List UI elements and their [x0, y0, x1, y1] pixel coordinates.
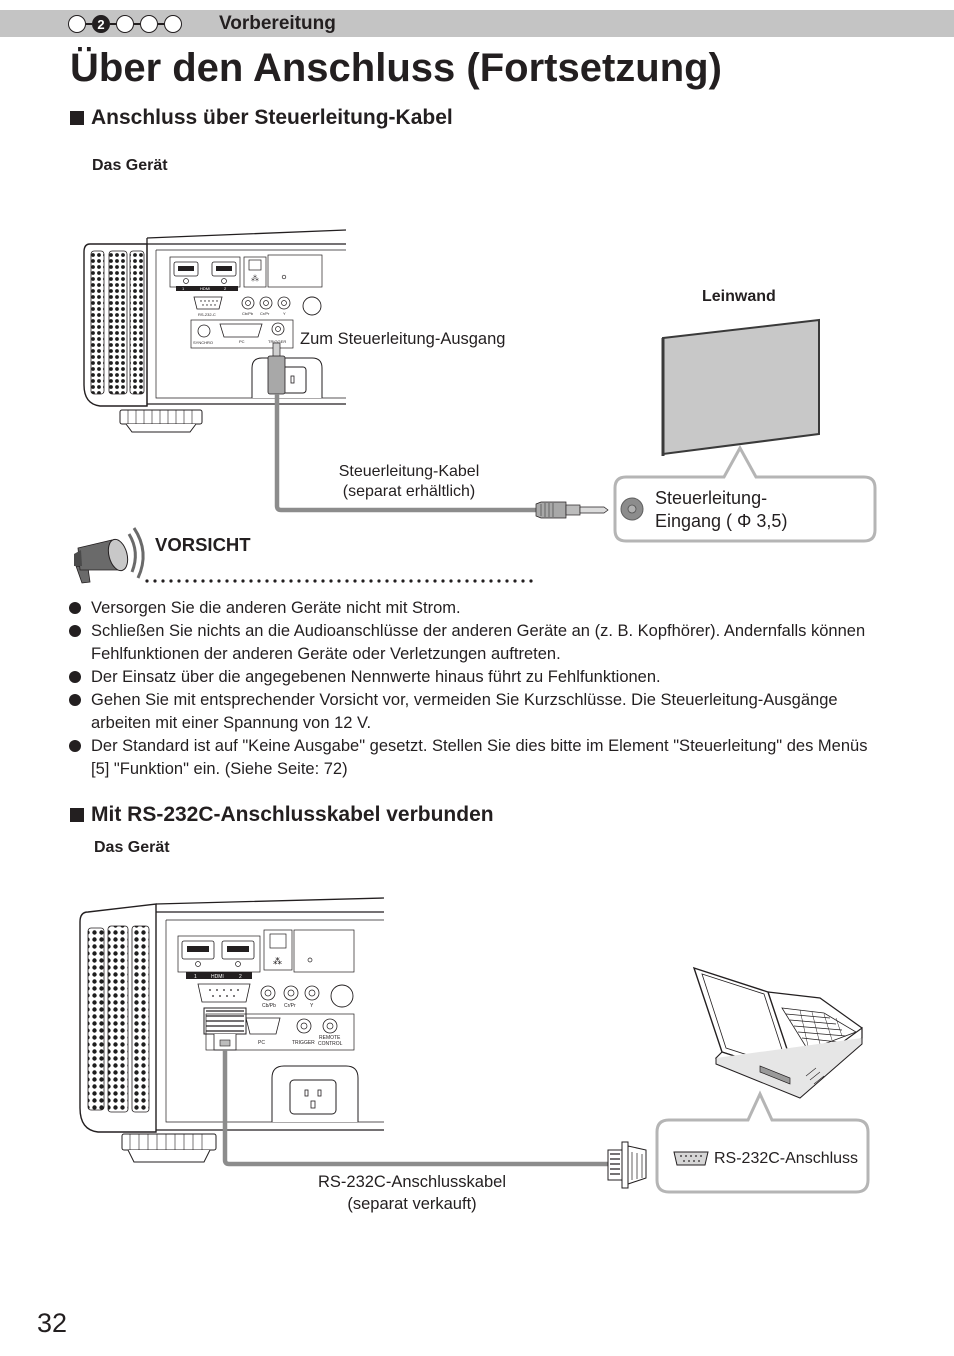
svg-text:⁂: ⁂: [273, 956, 282, 966]
trigger-output-label: Zum Steuerleitung-Ausgang: [300, 330, 506, 348]
trigger-cable-label-line1: Steuerleitung-Kabel: [338, 463, 480, 480]
serial-port-icon: [673, 1151, 709, 1166]
step-3: [116, 15, 134, 33]
square-bullet-icon: [70, 111, 84, 125]
caution-item: Versorgen Sie die anderen Geräte nicht m…: [68, 597, 888, 620]
panel2-control-label: CONTROL: [318, 1041, 343, 1047]
panel-cbpb-label: Cb/Pb: [242, 311, 254, 316]
panel2-hdmi1-label: 1: [194, 974, 197, 980]
trigger-connection-diagram: 1 HDMI 2 ⁂ RS-232-C Cb/Pb Cr/Pr Y SYNCHR…: [83, 229, 877, 543]
caution-item: Schließen Sie nichts an die Audioanschlü…: [68, 620, 888, 666]
rs232-cable: [222, 1050, 647, 1189]
panel-crpr-label: Cr/Pr: [260, 311, 270, 316]
panel2-crpr-label: Cr/Pr: [284, 1003, 296, 1009]
panel-pc-label: PC: [239, 339, 245, 344]
rs232-cable-label-line1: RS-232C-Anschlusskabel: [317, 1173, 506, 1191]
section2-heading-text: Mit RS-232C-Anschlusskabel verbunden: [91, 803, 494, 826]
screen-illustration: [661, 318, 820, 456]
caution-item: Der Einsatz über die angegebenen Nennwer…: [68, 666, 888, 689]
page-title: Über den Anschluss (Fortsetzung): [70, 46, 722, 90]
panel-hdmi-label: HDMI: [200, 286, 210, 291]
panel-hdmi1-label: 1: [182, 286, 185, 291]
step-5: [164, 15, 182, 33]
section-label: Vorbereitung: [219, 13, 336, 34]
caution-graphic: [74, 527, 533, 584]
step-connector: [158, 23, 164, 25]
rs232-cable-label-line2: (separat verkauft): [347, 1195, 477, 1213]
page-number: 32: [37, 1308, 68, 1338]
caution-item: Der Standard ist auf "Keine Ausgabe" ges…: [68, 735, 888, 781]
projector-rear-illustration-2: 1 HDMI 2 ⁂ Cb/Pb Cr/Pr Y PC TRIGGER REMO…: [79, 897, 385, 1163]
panel-synchro-label: SYNCHRO: [193, 340, 213, 345]
panel-y-label: Y: [283, 311, 286, 316]
square-bullet-icon: [70, 808, 84, 822]
rs232-port-label: RS-232C-Anschluss: [714, 1150, 859, 1167]
screen-label: Leinwand: [702, 288, 776, 305]
caution-title: VORSICHT: [155, 534, 251, 555]
rs232-cable-label: RS-232C-Anschlusskabel (separat verkauft…: [296, 1171, 528, 1215]
caution-item: Gehen Sie mit entsprechender Vorsicht vo…: [68, 689, 888, 735]
step-connector: [134, 23, 140, 25]
panel-hdmi2-label: 2: [224, 286, 227, 291]
panel-rs232-label: RS-232-C: [198, 312, 216, 317]
megaphone-icon: [74, 527, 145, 584]
panel2-cbpb-label: Cb/Pb: [262, 1003, 276, 1009]
step-connector: [86, 23, 92, 25]
laptop-illustration: [692, 966, 863, 1099]
step-indicator: 2: [68, 11, 182, 37]
trigger-input-label-line1: Steuerleitung-: [655, 488, 768, 508]
trigger-input-callout: [613, 444, 877, 543]
panel-trigger-label: TRIGGER: [268, 339, 286, 344]
device-label: Das Gerät: [92, 157, 168, 174]
caution-list: Versorgen Sie die anderen Geräte nicht m…: [68, 597, 888, 781]
panel2-y-label: Y: [310, 1003, 314, 1009]
rs232-port-callout: [655, 1090, 870, 1194]
panel2-pc-label: PC: [258, 1040, 265, 1046]
trigger-input-label-line2: Eingang ( Φ 3,5): [655, 511, 788, 531]
step-1: [68, 15, 86, 33]
dotted-divider: [145, 579, 533, 583]
panel2-hdmi2-label: 2: [239, 974, 242, 980]
step-2-active: 2: [92, 15, 110, 33]
panel2-remote-label: REMOTE: [319, 1035, 341, 1041]
trigger-input-label: Steuerleitung- Eingang ( Φ 3,5): [655, 487, 787, 533]
panel2-trigger-label: TRIGGER: [292, 1040, 315, 1046]
section1-heading-text: Anschluss über Steuerleitung-Kabel: [91, 106, 453, 129]
trigger-cable-label-line2: (separat erhältlich): [342, 483, 476, 500]
rs232-connection-diagram: 1 HDMI 2 ⁂ Cb/Pb Cr/Pr Y PC TRIGGER REMO…: [79, 897, 870, 1194]
projector-rear-illustration: 1 HDMI 2 ⁂ RS-232-C Cb/Pb Cr/Pr Y SYNCHR…: [83, 229, 347, 433]
section1-heading: Anschluss über Steuerleitung-Kabel: [70, 106, 453, 130]
device-label-2: Das Gerät: [94, 839, 170, 856]
section2-heading: Mit RS-232C-Anschlusskabel verbunden: [70, 803, 494, 827]
step-4: [140, 15, 158, 33]
svg-text:⁂: ⁂: [251, 274, 259, 283]
panel2-hdmi-label: HDMI: [211, 974, 224, 980]
trigger-cable-label: Steuerleitung-Kabel (separat erhältlich): [320, 462, 498, 502]
trigger-cable: [267, 342, 609, 519]
step-connector: [110, 23, 116, 25]
